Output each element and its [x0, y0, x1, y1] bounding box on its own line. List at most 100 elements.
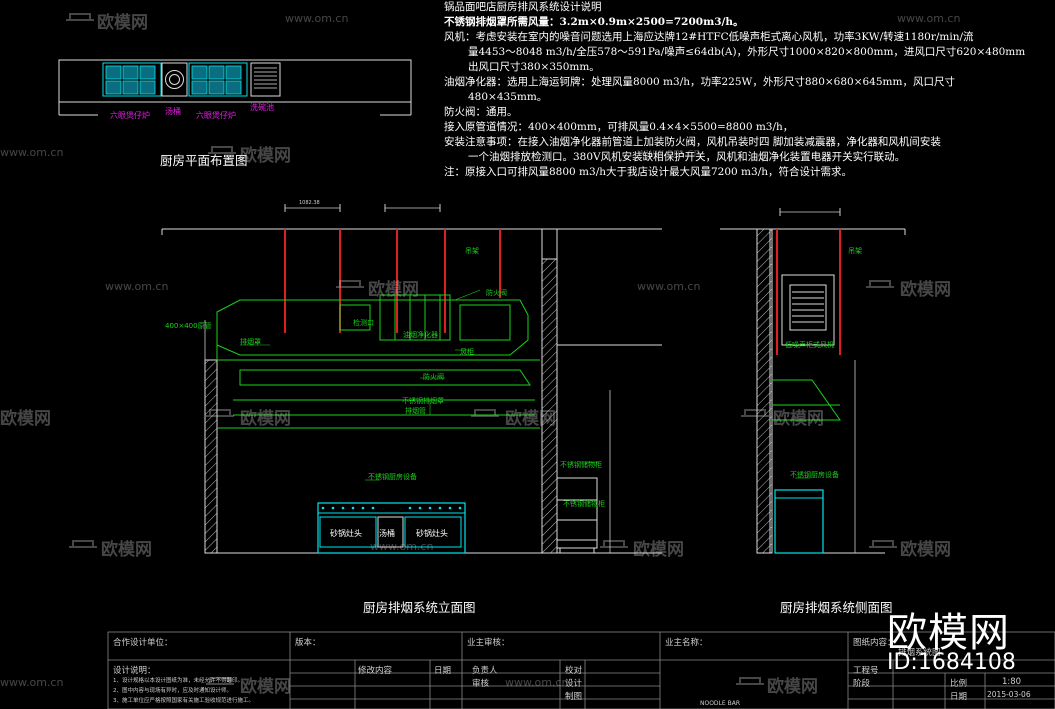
side-label-fan: 低噪声柜式风机 — [785, 341, 834, 349]
tb-proofread: 校对 — [565, 666, 583, 676]
side-label-hanger: 吊架 — [848, 247, 862, 255]
watermark-logos — [66, 13, 897, 685]
elevation-label-equip-note: 不锈钢厨房设备 — [368, 473, 417, 481]
watermark-text: 欧模网 — [900, 280, 951, 300]
watermark-text: 欧模网 — [240, 409, 291, 429]
elevation-label-purifier: 油烟净化器 — [403, 331, 438, 339]
tb-design: 设计 — [565, 679, 583, 689]
plan-label-right-burners: 六眼煲仔炉 — [196, 111, 236, 120]
elevation-label-sand-pot-right: 砂锅灶头 — [416, 529, 448, 538]
tb-stage: 阶段 — [853, 679, 871, 689]
tb-design-notes-head: 设计说明： — [113, 666, 156, 676]
notes-line-5: 油烟净化器：选用上海运钶牌：处理风量8000 m3/h，功率225W，外形尺寸8… — [444, 76, 955, 88]
burner-set-left — [102, 62, 162, 97]
watermark-url: www.om.cn — [370, 540, 434, 553]
watermark-url: www.om.cn — [0, 676, 64, 689]
tb-version: 版本： — [295, 638, 321, 648]
sink — [250, 62, 281, 97]
notes-line-1: 不锈钢排烟罩所需风量：3.2m×0.9m×2500=7200m3/h。 — [444, 16, 744, 28]
tb-owner-review: 业主审核： — [467, 638, 510, 648]
elevation-view — [161, 204, 662, 554]
tb-scale-value: 1:80 — [1002, 677, 1022, 687]
title-block-frame — [107, 631, 1055, 709]
elevation-label-hanger: 吊架 — [465, 247, 479, 255]
tb-check: 审核 — [472, 679, 490, 689]
tb-design-note-2: 2、图中内容与现场有异时，应及时通知设计师。 — [113, 688, 233, 694]
tb-change: 修改内容 — [358, 666, 393, 676]
plan-label-left-burners: 六眼煲仔炉 — [110, 111, 150, 120]
watermark-text: 欧模网 — [900, 540, 951, 560]
notes-line-6: 480×435mm。 — [468, 91, 548, 103]
plan-title: 厨房平面布置图 — [160, 153, 248, 168]
watermark-text: 欧模网 — [633, 540, 684, 560]
notes-line-4: 出风口尺寸380×350mm。 — [468, 61, 600, 73]
notes-line-3: 量4453～8048 m3/h/全压578～591Pa/噪声≤64db(A)，外… — [468, 46, 1026, 58]
soup-station — [161, 62, 188, 97]
elevation-label-storage: 不锈钢储物柜 — [563, 500, 605, 508]
watermark-url: www.om.cn — [637, 146, 701, 159]
side-view — [720, 208, 906, 554]
design-notes: 锅品面吧店厨房排风系统设计说明 不锈钢排烟罩所需风量：3.2m×0.9m×250… — [444, 0, 1025, 180]
plan-view — [58, 59, 412, 116]
elevation-label-exhaust: 排烟管 — [405, 407, 426, 415]
notes-line-9: 安装注意事项：在接入油烟净化器前管道上加装防火阀，风机吊装时四 脚加装减震器，净… — [444, 136, 941, 148]
watermark-text: 欧模网 — [240, 146, 291, 166]
elevation-label-sand-pot-left: 砂锅灶头 — [330, 529, 362, 538]
tb-date-label: 日期 — [950, 692, 968, 702]
elevation-title: 厨房排烟系统立面图 — [363, 600, 476, 615]
watermark-text: 欧模网 — [101, 540, 152, 560]
tb-responsible: 负责人 — [472, 666, 498, 676]
elevation-label-duct-size: 400×400原管 — [165, 322, 212, 330]
elevation-label-hood: 排烟罩 — [240, 338, 261, 346]
brand-mark: 欧模网 — [887, 610, 1010, 656]
side-fan-unit — [781, 274, 835, 346]
tb-draw: 制图 — [565, 692, 583, 702]
watermark-url: www.om.cn — [105, 280, 169, 293]
notes-line-10: 一个油烟排放检测口。380V风机安装缺相保护开关，风机和油烟净化装置电器开关实行… — [468, 151, 906, 163]
watermark-text: 欧模网 — [240, 677, 291, 697]
watermark-url: www.om.cn — [0, 146, 64, 159]
elevation-dimension: 1082.38 — [299, 200, 320, 206]
watermark-text: 欧模网 — [97, 13, 148, 33]
watermark-text: 欧模网 — [368, 280, 419, 300]
tb-drawing-name: 排烟系统图 — [898, 648, 941, 658]
elevation-label-fan: 风柜 — [460, 348, 474, 356]
watermark-url: www.om.cn — [637, 280, 701, 293]
watermark-text: 欧模网 — [767, 677, 818, 697]
elevation-label-soup-bucket: 汤桶 — [379, 529, 395, 538]
tb-design-note-3: 3、施工单位应严格按照国家有关施工验收规范进行施工。 — [113, 698, 255, 704]
tb-design-note-1: 1、设计规格以本设计图纸为准，未经允许不得翻印。 — [113, 678, 244, 684]
plan-label-soup: 汤桶 — [165, 107, 181, 116]
side-label-equip-note: 不锈钢厨房设备 — [790, 471, 839, 479]
notes-heading: 锅品面吧店厨房排风系统设计说明 — [444, 1, 602, 13]
side-title: 厨房排烟系统侧面图 — [780, 600, 893, 615]
elevation-label-cabinet-note: 不锈钢储物柜 — [560, 461, 602, 469]
tb-owner-name: 业主名称： — [665, 638, 708, 648]
watermark-url: www.om.cn — [285, 12, 349, 25]
tb-project-no: 工程号 — [853, 666, 879, 676]
elevation-label-fire-damper: 防火阀 — [486, 289, 507, 297]
notes-line-11: 注：原接入口可排风量8800 m3/h大于我店设计最大风量7200 m3/h，符… — [444, 166, 852, 178]
tb-brand: NOODLE BAR — [700, 700, 740, 707]
watermark-text: 欧模网 — [773, 409, 824, 429]
tb-scale-label: 比例 — [950, 679, 968, 689]
watermark-url: www.om.cn — [897, 12, 961, 25]
tb-date: 日期 — [434, 666, 452, 676]
notes-line-2: 风机：考虑安装在室内的噪音问题选用上海应达牌12#HTFC低噪声柜式离心风机，功… — [444, 31, 974, 43]
notes-line-7: 防火阀：通用。 — [444, 106, 518, 118]
elevation-label-hood-note: 不锈钢排烟罩 — [402, 397, 444, 405]
plan-label-sink: 洗碗池 — [250, 103, 274, 112]
notes-line-8: 接入原管道情况：400×400mm，可排风量0.4×4×5500=8800 m3… — [444, 121, 794, 133]
storage-cabinet — [556, 477, 598, 553]
tb-drawing-content: 图纸内容： — [853, 638, 896, 648]
watermark-text: 欧模网 — [0, 409, 51, 429]
tb-date-value: 2015-03-06 — [987, 690, 1031, 699]
tb-cooperation: 合作设计单位： — [113, 638, 173, 648]
stove-equipment — [317, 502, 466, 554]
model-id: ID:1684108 — [887, 650, 1016, 675]
elevation-label-fire-damper-2: 防火阀 — [423, 373, 444, 381]
watermark-url: www.om.cn — [505, 676, 569, 689]
watermark-text: 欧模网 — [505, 409, 556, 429]
burner-set-right — [188, 62, 248, 97]
